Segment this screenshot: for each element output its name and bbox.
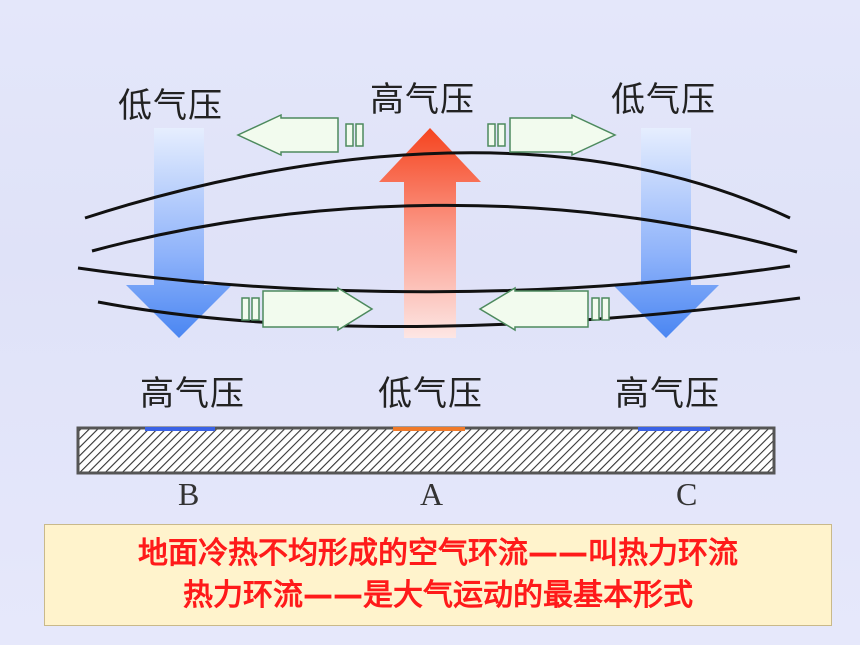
upper-flow-arrow-right <box>487 113 617 157</box>
ground-point-c: C <box>676 476 698 512</box>
rising-air-arrow <box>379 128 481 338</box>
top-label-right: 低气压 <box>611 80 716 120</box>
top-label-left: 低气压 <box>118 86 223 126</box>
top-label-center: 高气压 <box>370 80 475 120</box>
caption-line-2: 热力环流——是大气运动的最基本形式 <box>183 578 693 613</box>
descending-air-arrow-right <box>613 128 719 338</box>
cold-surface-marker-c <box>638 427 710 431</box>
lower-flow-arrow-right <box>478 286 610 332</box>
isobar-line <box>84 151 791 220</box>
isobar-line <box>97 296 801 329</box>
caption-box: 地面冷热不均形成的空气环流——叫热力环流 热力环流——是大气运动的最基本形式 <box>44 524 832 626</box>
descending-air-arrow-left <box>126 128 232 338</box>
ground-point-b: B <box>178 476 200 512</box>
bottom-label-center: 低气压 <box>378 374 483 414</box>
cold-surface-marker-b <box>145 427 215 431</box>
upper-flow-arrow-left <box>236 113 364 157</box>
bottom-label-left: 高气压 <box>140 374 245 414</box>
ground-surface <box>76 426 776 475</box>
lower-flow-arrow-left <box>241 286 374 332</box>
warm-surface-marker-a <box>393 427 465 431</box>
bottom-label-right: 高气压 <box>615 374 720 414</box>
isobar-line <box>91 203 798 254</box>
caption-line-1: 地面冷热不均形成的空气环流——叫热力环流 <box>138 536 738 571</box>
isobar-lines <box>77 151 801 329</box>
isobar-line <box>77 264 791 294</box>
ground-point-a: A <box>420 476 444 512</box>
